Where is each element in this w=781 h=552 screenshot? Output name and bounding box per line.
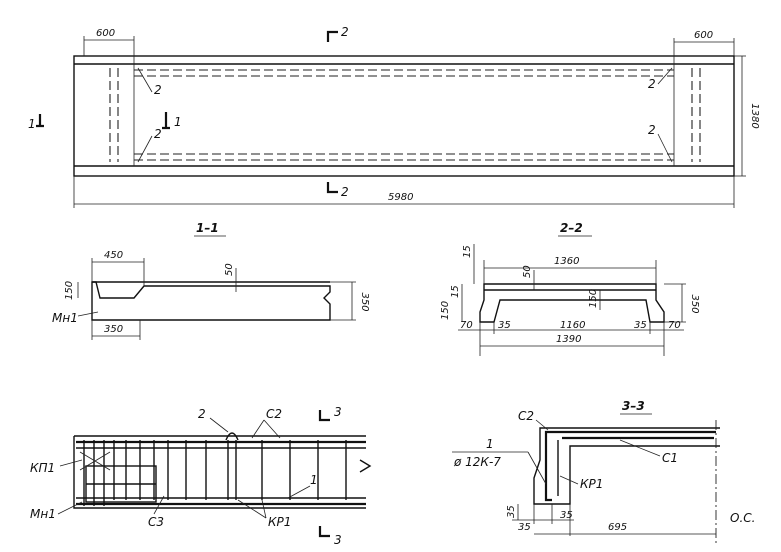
section-2-2-profile (479, 283, 665, 323)
label-mn1: Мн1 (30, 507, 56, 521)
label-33-1: 1 (486, 437, 494, 451)
leader-2-top-right (657, 67, 673, 85)
dim-5980: 5980 (388, 192, 413, 203)
section-1-inner-marker (162, 112, 170, 130)
section-2-2-title: 2–2 (560, 221, 583, 235)
label-c3: С3 (148, 515, 164, 529)
label-rebar-2: 2 (198, 407, 206, 421)
label-rebar-c2: С2 (266, 407, 282, 421)
rebar-diag-2 (79, 451, 111, 471)
label-33-c2: С2 (518, 409, 534, 423)
section-2-bottom-marker (326, 182, 338, 194)
label-2-top-right: 2 (648, 77, 656, 91)
dim-150: 150 (64, 281, 75, 300)
leader-kp1 (59, 459, 83, 467)
dim-600-left: 600 (96, 28, 115, 39)
dim-50: 50 (224, 263, 235, 276)
label-os: О.С. (730, 511, 755, 525)
reinforcement-view: 2 С2 КП1 Мн1 С3 КР1 1 3 3 (30, 405, 372, 547)
dim-600-right: 600 (694, 30, 713, 41)
leader-2-bottom-left (137, 135, 153, 163)
label-2-top-left: 2 (154, 83, 162, 97)
dim-33-35-a: 35 (518, 522, 531, 533)
dim-150-inner: 150 (588, 289, 599, 308)
leader-c2-a (251, 419, 265, 439)
dim-450: 450 (104, 250, 123, 261)
plan-outline (73, 55, 735, 177)
dim-695: 695 (608, 522, 627, 533)
lifting-loop (225, 432, 239, 441)
label-kr1: КР1 (268, 515, 291, 529)
leader-33-c2 (535, 419, 549, 431)
section-3-3-profile (533, 427, 720, 505)
section-2-2: 2–2 1360 15 50 15 150 150 350 70 35 1160… (440, 221, 700, 356)
section-3-3: 3–3 С2 С1 КР1 1 ø 12К-7 35 35 35 695 О.С… (452, 399, 755, 546)
dim-50-22: 50 (522, 265, 533, 278)
section-3-3-rebar-c2 (544, 430, 716, 502)
section-1-left-marker (36, 114, 44, 128)
dim-33-35-b: 35 (560, 510, 573, 521)
dim-1160: 1160 (560, 320, 585, 331)
label-rebar-1: 1 (310, 473, 318, 487)
label-kp1: КП1 (30, 461, 55, 475)
dim-1390: 1390 (556, 334, 581, 345)
dim-33-35-vertical: 35 (506, 505, 517, 518)
section-3-3-title: 3–3 (622, 399, 645, 413)
dim-35-left: 35 (498, 320, 511, 331)
leader-kr1-a (237, 499, 267, 519)
plan-view: 600 600 1380 5980 2 2 1 1 2 2 2 2 (28, 25, 760, 208)
leader-rebar-1 (287, 485, 311, 499)
rebar-outline (73, 435, 366, 509)
leader-2-bottom-right (657, 133, 673, 163)
label-33-kr1: КР1 (580, 477, 603, 491)
leader-mn (77, 311, 99, 317)
leader-mn1 (57, 501, 83, 515)
dim-350-bottom: 350 (104, 324, 123, 335)
rebar-break-mark (359, 459, 372, 473)
leader-c3 (153, 495, 165, 515)
section-1-left-label: 1 (28, 117, 36, 131)
leader-33-bar (527, 451, 547, 485)
section-1-1-profile (91, 281, 331, 321)
section-3-bottom-marker (318, 526, 330, 538)
leader-rebar-2 (209, 417, 229, 433)
dim-1380: 1380 (749, 103, 760, 128)
leader-kr1-b (261, 499, 267, 519)
dim-1360: 1360 (554, 256, 579, 267)
dim-15-top: 15 (462, 245, 473, 258)
leader-c2-b (263, 419, 281, 439)
dim-350-22: 350 (689, 294, 700, 313)
label-2-bottom-right: 2 (648, 123, 656, 137)
dim-150-left: 150 (440, 301, 451, 320)
dim-350-height: 350 (359, 292, 370, 311)
rebar-stirrups (83, 440, 347, 506)
label-33-c1: С1 (662, 451, 678, 465)
label-33-bar: ø 12К-7 (453, 455, 501, 469)
section-2-top-label: 2 (341, 25, 349, 39)
section-3-bottom-label: 3 (334, 533, 342, 547)
leader-33-kr1 (559, 475, 579, 485)
dim-15-side: 15 (450, 285, 461, 298)
section-2-bottom-label: 2 (341, 185, 349, 199)
dim-35-right: 35 (634, 320, 647, 331)
dim-70-right: 70 (668, 320, 681, 331)
section-1-inner-label: 1 (174, 115, 182, 129)
section-1-1: 1–1 450 50 150 350 350 Мн1 (52, 221, 370, 340)
section-3-top-marker (318, 410, 330, 422)
leader-33-c1 (619, 439, 661, 457)
section-2-top-marker (326, 30, 338, 42)
dim-70-left: 70 (460, 320, 473, 331)
section-1-1-title: 1–1 (196, 221, 219, 235)
label-2-bottom-left: 2 (154, 127, 162, 141)
label-mn: Мн1 (52, 311, 78, 325)
section-3-top-label: 3 (334, 405, 342, 419)
leader-2-top-left (137, 67, 153, 93)
